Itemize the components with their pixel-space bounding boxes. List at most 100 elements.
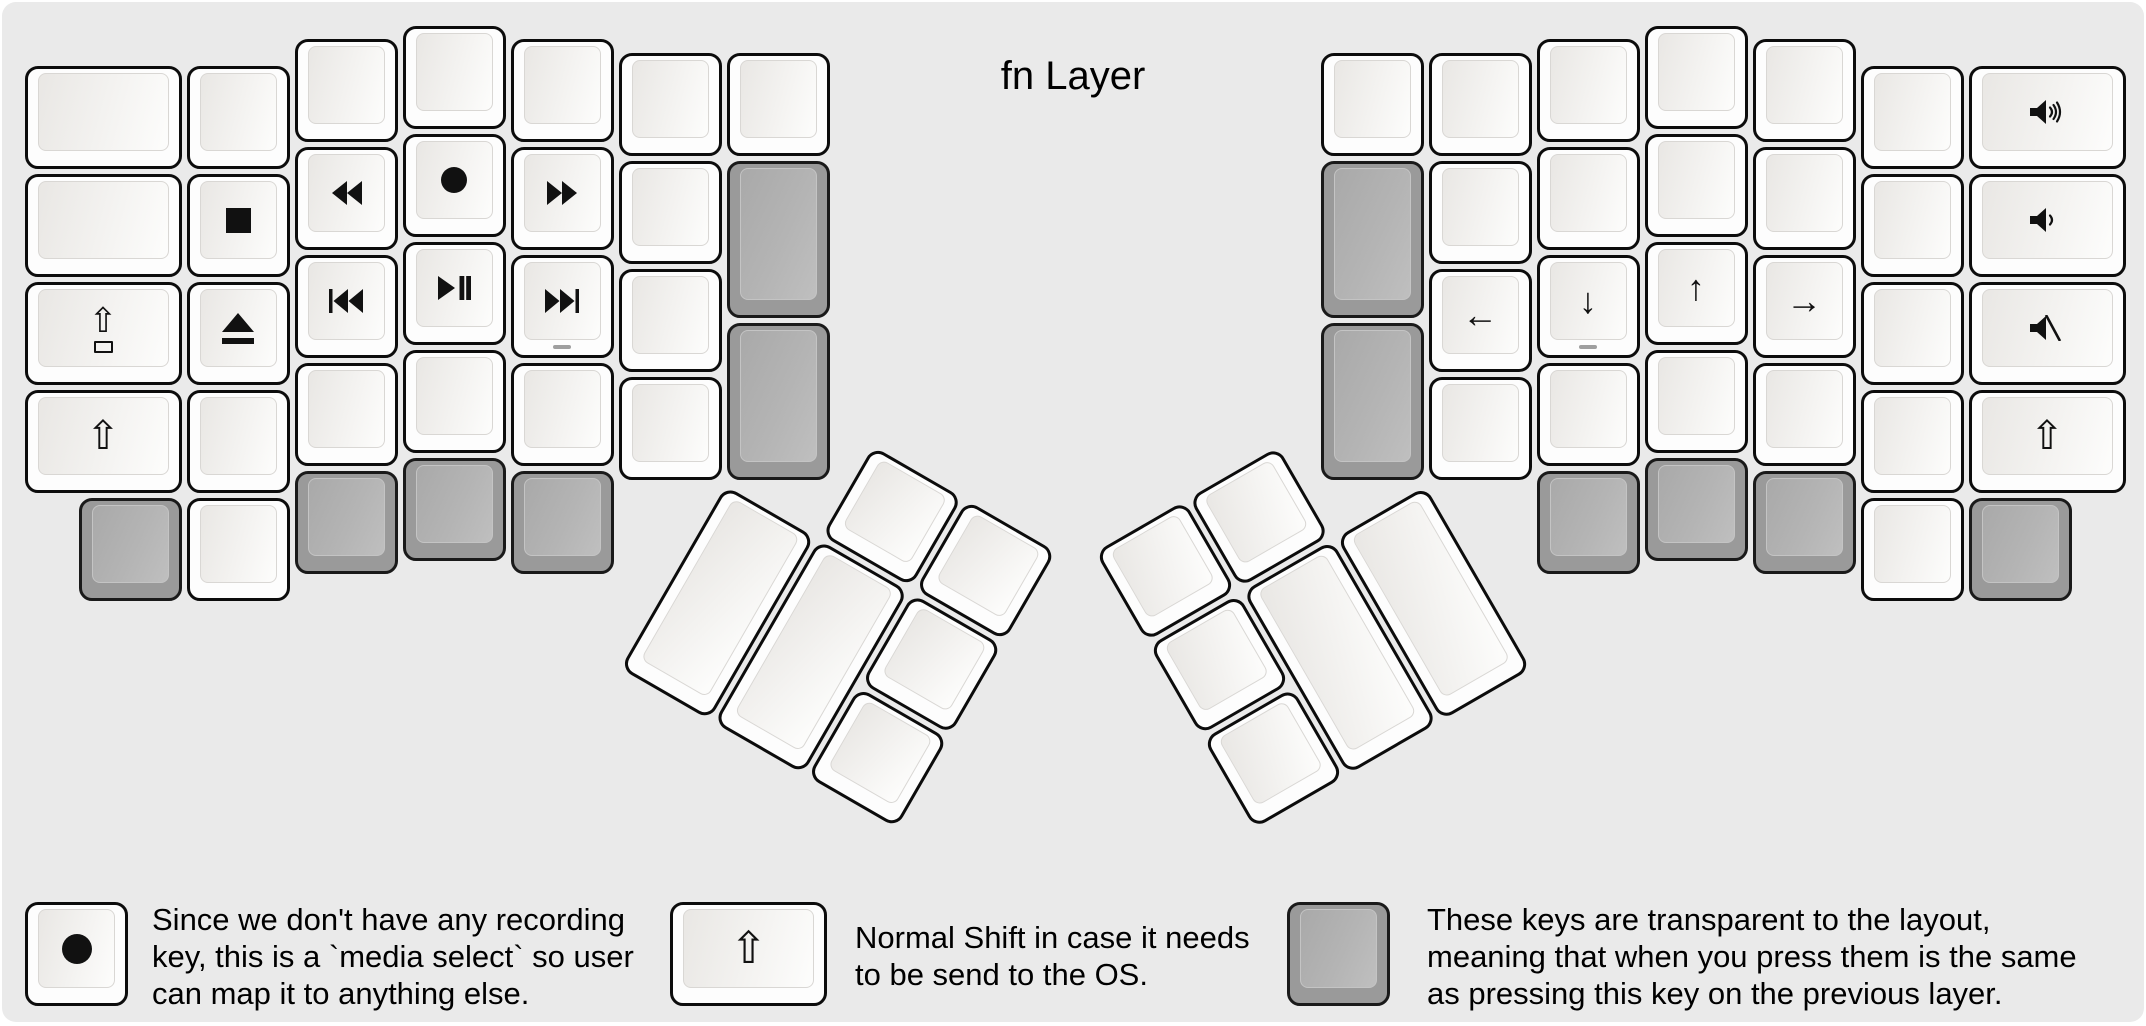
key-right-thumb-1[interactable] [1094,500,1236,642]
key-right-inner-gray-2[interactable] [1320,322,1424,480]
keycap-top [827,699,934,806]
key-right-thumb-6[interactable] [1202,687,1344,829]
key-f8[interactable]: F8 [1428,52,1532,156]
rewind-icon [331,181,362,205]
key-f10[interactable]: F10 [1644,25,1748,129]
key-right-col13-row4[interactable] [1428,376,1532,480]
key-right-col16-row2[interactable] [1752,147,1856,250]
key-left-col5-row3[interactable] [618,268,722,372]
key-next-track[interactable] [510,255,614,358]
key-right-thumb-4[interactable] [1241,540,1437,775]
key-f2[interactable]: F2 [294,39,398,142]
key-left-thumb-6[interactable] [807,686,948,828]
key-left-bottom-white[interactable] [186,498,290,601]
key-right-col15-row4[interactable] [1644,349,1748,453]
key-rewind[interactable] [294,147,398,250]
key-left-col5-row4[interactable] [618,376,722,480]
key-volume-down[interactable] [1968,174,2126,277]
key-right-bottom-white[interactable] [1860,498,1964,601]
key-volume-up[interactable] [1968,66,2126,169]
key-right-col15-gray[interactable] [1644,457,1748,561]
key-left-col4-gray[interactable] [510,471,614,574]
key-f4[interactable]: F4 [510,39,614,142]
key-left-inner-gray-1[interactable] [726,160,830,318]
keycap-top: ⇧ [1981,397,2113,475]
key-right-col16-gray[interactable] [1752,471,1856,574]
key-prev-track[interactable] [294,255,398,358]
key-right-col14-row4[interactable] [1536,363,1640,466]
key-right-thumb-5[interactable] [1335,486,1531,721]
key-left-thumb-3[interactable] [620,485,815,720]
next-track-icon [545,289,579,313]
key-mute[interactable] [1968,282,2126,385]
key-eject[interactable] [186,282,290,385]
keycap-top [1657,356,1735,435]
keycap-top [91,505,169,583]
key-right-col15-row2[interactable] [1644,133,1748,237]
keycap-top [1981,505,2059,583]
key-fast-forward[interactable] [510,147,614,250]
key-stop[interactable] [186,174,290,277]
key-right-bottom-gray[interactable] [1968,498,2072,601]
key-right-col17-row4[interactable] [1860,390,1964,493]
key-arrow-left[interactable]: ← [1428,268,1532,372]
keycap-top [1300,909,1377,988]
key-left-col5-row2[interactable] [618,160,722,264]
key-left-inner-gray-2[interactable] [726,322,830,480]
key-right-thumb-2[interactable] [1187,446,1329,588]
key-right-col17-row2[interactable] [1860,174,1964,277]
play-pause-icon [437,275,471,300]
keycap-top: → [1765,262,1843,340]
keycap-top [1657,140,1735,219]
shift-icon: ⇧ [86,414,120,458]
key-left-thumb-5[interactable] [861,593,1002,734]
key-f6[interactable]: F6 [726,52,830,156]
key-label: F2 [327,48,365,84]
key-left-col2-gray[interactable] [294,471,398,574]
key-left-thumb-1[interactable] [821,445,963,587]
key-arrow-down[interactable]: ↓ [1536,255,1640,358]
keycap-top [199,289,277,367]
key-left-col3-gray[interactable] [402,457,506,561]
key-caps-lock[interactable]: ⇧ [24,282,182,385]
key-right-inner-gray-1[interactable] [1320,160,1424,318]
arrow-left-icon: ← [1462,293,1498,335]
key-right-thumb-3[interactable] [1148,594,1290,735]
key-right-col16-row4[interactable] [1752,363,1856,466]
keycap-top [1765,370,1843,448]
key-right-col14-gray[interactable] [1536,471,1640,574]
key-left-outer-row2[interactable] [24,174,182,277]
key-right-col14-row2[interactable] [1536,147,1640,250]
key-shift-right[interactable]: ⇧ [1968,390,2126,493]
keycap-top [631,275,709,354]
keycap-top [1549,370,1627,448]
key-play-pause[interactable] [402,241,506,345]
key-record[interactable] [402,133,506,237]
key-f12[interactable]: F12 [1860,66,1964,169]
key-left-col2-row4[interactable] [294,363,398,466]
key-left-bottom-gray[interactable] [78,498,182,601]
key-right-col13-row2[interactable] [1428,160,1532,264]
key-f11[interactable]: F11 [1752,39,1856,142]
key-left-col4-row4[interactable] [510,363,614,466]
key-f3[interactable]: F3 [402,25,506,129]
key-f9[interactable]: F9 [1536,39,1640,142]
keycap-top [1873,181,1951,259]
arrow-up-icon: ↑ [1687,266,1705,308]
key-right-col17-row3[interactable] [1860,282,1964,385]
key-left-thumb-4[interactable] [713,539,909,774]
key-left-outer-row1[interactable] [24,66,182,169]
key-left-col3-row4[interactable] [402,349,506,453]
key-f1[interactable]: F1 [186,66,290,169]
keycap-top [307,46,385,124]
key-f5[interactable]: F5 [618,52,722,156]
key-left-col1-row4[interactable] [186,390,290,493]
key-arrow-right[interactable]: → [1752,255,1856,358]
key-arrow-up[interactable]: ↑ [1644,241,1748,345]
key-f7[interactable]: F7 [1320,52,1424,156]
caps-arrow: ⇧ [88,301,118,340]
key-left-thumb-2[interactable] [915,499,1056,641]
key-shift-left[interactable]: ⇧ [24,390,182,493]
